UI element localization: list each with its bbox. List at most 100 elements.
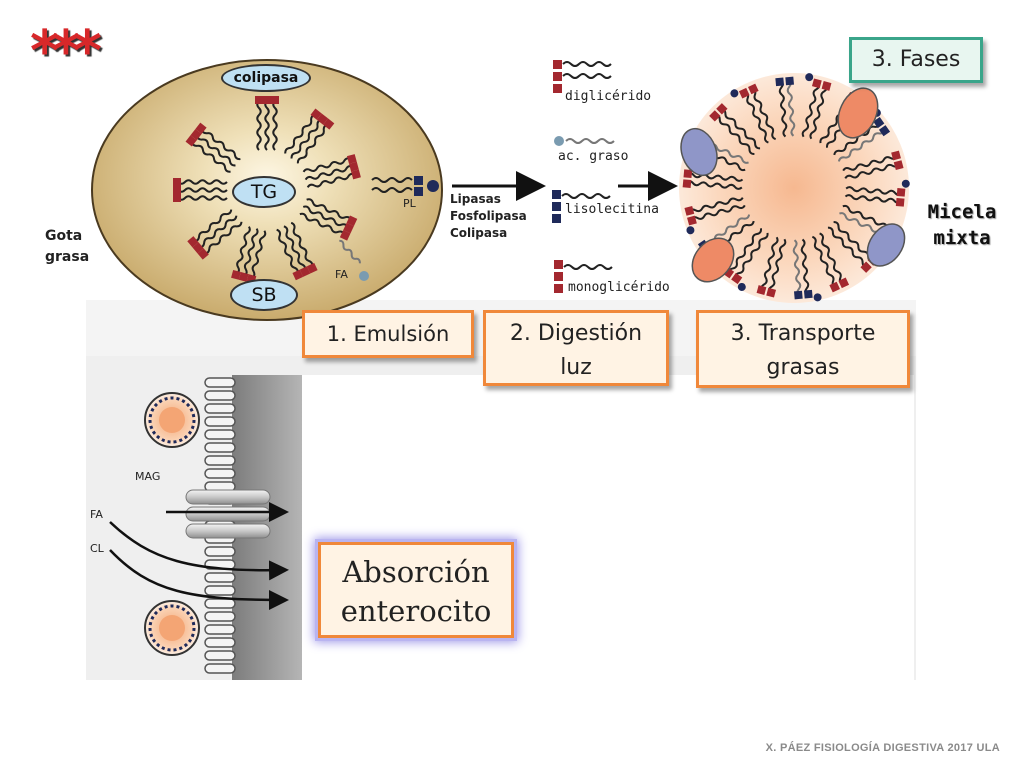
fa-lower-label: FA (90, 508, 103, 521)
fatty-tail (203, 221, 243, 255)
transporte-line1: 3. Transporte (730, 321, 876, 346)
micelle-tail (842, 155, 899, 172)
triglyceride (255, 96, 279, 151)
glycerol-head (195, 122, 207, 134)
microvillus (204, 455, 236, 466)
triglyceride (185, 122, 241, 173)
micelle-tail (727, 228, 763, 275)
digestion-line2: luz (560, 355, 592, 380)
micelle-head (811, 78, 822, 89)
fa-absorption-arrow (109, 521, 289, 581)
fatty-tail (264, 100, 270, 151)
micelle-molecule (811, 232, 850, 293)
gota-line2: grasa (45, 249, 90, 265)
absorcion-box: Absorción enterocito (318, 542, 514, 638)
glycerol-head (187, 236, 199, 248)
micelle-tail (734, 232, 769, 279)
enzymes-line2: Fosfolipasa (450, 209, 527, 223)
micelle-tail (801, 82, 820, 138)
micelle-head (895, 197, 905, 207)
microvillus (204, 429, 236, 440)
gota-line1: Gota (45, 228, 83, 244)
fatty-tail (290, 221, 314, 268)
glycerol-head (310, 108, 322, 120)
triglyceride (276, 221, 318, 281)
micelle-tail (720, 107, 761, 150)
micelle-molecule (844, 179, 910, 207)
colipasa-pill: colipasa (221, 64, 311, 92)
micelle-tail (778, 79, 788, 138)
glycerol-head (271, 96, 279, 104)
sb-pill: SB (230, 279, 298, 311)
micelle-head (891, 150, 901, 161)
micelle-head (821, 81, 832, 91)
micelle-head (766, 287, 777, 298)
micelle-molecule (722, 228, 769, 291)
fatty-tail (177, 187, 228, 193)
micelle-molecule (730, 83, 777, 144)
micelle-head (896, 188, 906, 197)
microvillus (204, 377, 236, 388)
fatty-tail (296, 123, 329, 164)
glycerol-head (197, 248, 209, 260)
fatty-tail (256, 100, 262, 151)
micelle-molecule (756, 236, 787, 298)
glycerol-head (323, 118, 335, 130)
micelle-bead (737, 282, 746, 291)
micela-line1: Micela (927, 201, 997, 223)
glycerol-head (351, 169, 361, 180)
micelle-tail (744, 90, 769, 144)
micelle-tail (819, 232, 844, 286)
microvillus (204, 624, 236, 635)
glycerol-head (343, 222, 354, 234)
micelle-tail (845, 186, 903, 196)
mag-label: MAG (135, 470, 161, 483)
fatty-tail (290, 118, 322, 159)
product-fatty-acid (554, 136, 615, 146)
phospholipid-pl (371, 176, 439, 196)
enzymes-label: Lipasas Fosfolipasa Colipasa (450, 191, 527, 242)
micelle-cholesterol (837, 87, 879, 139)
glycerol-head (255, 96, 263, 104)
micelle-head (684, 205, 695, 216)
digliceride-label: diglicérido (565, 89, 652, 104)
microvillus (204, 663, 236, 674)
glycerol-head (316, 113, 329, 125)
micelle-bead (901, 179, 910, 188)
micelle-tail (686, 172, 744, 182)
glycerol-head (292, 269, 304, 281)
small-micelle-bottom (144, 600, 200, 656)
pl-label: PL (403, 197, 416, 210)
droplet-lipids (173, 96, 361, 284)
footer-credit: X. PÁEZ FISIOLOGÍA DIGESTIVA 2017 ULA (765, 742, 1000, 754)
micelle-tail (837, 129, 886, 162)
glycerol-head (190, 128, 202, 141)
fatty-tail (276, 228, 299, 275)
micelle-molecule (684, 197, 746, 235)
micelle-tail (786, 79, 796, 137)
micelle-tail (768, 238, 787, 294)
fa-label: FA (335, 268, 348, 281)
absorcion-line1: Absorción (342, 555, 490, 589)
product-monoglyceride (554, 260, 613, 293)
glycerol-head (299, 266, 311, 277)
glycerol-head (173, 178, 181, 186)
micelle-tail (809, 84, 828, 140)
absorcion-line2: enterocito (340, 594, 492, 628)
fatty-acid-fa (339, 239, 369, 281)
gota-grasa-label: Gota grasa (45, 226, 89, 268)
enzymes-line1: Lipasas (450, 192, 501, 206)
product-digliceride (553, 60, 612, 93)
fatty-tail (177, 179, 228, 185)
micelle-protein (866, 223, 906, 267)
glycerol-head (192, 242, 204, 254)
micelle-head (873, 116, 885, 129)
fatty-tail (302, 157, 352, 173)
emulsion-box: 1. Emulsión (302, 310, 474, 358)
tg-pill: TG (232, 176, 296, 208)
fatty-tail (195, 135, 236, 167)
glycerol-head (306, 262, 318, 274)
triglyceride (284, 108, 335, 164)
